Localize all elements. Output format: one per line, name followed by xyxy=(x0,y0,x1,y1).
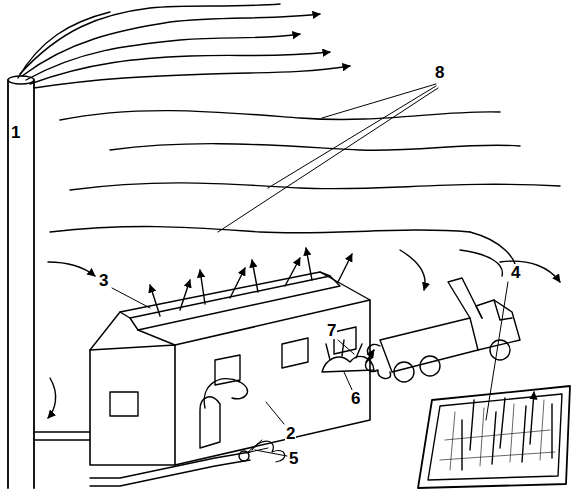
callout-number: 5 xyxy=(288,450,299,467)
dump-truck xyxy=(365,278,520,382)
callout-number: 7 xyxy=(326,322,337,339)
callout-number: 8 xyxy=(434,64,445,81)
settling-pond xyxy=(418,386,570,488)
callout-number: 4 xyxy=(510,264,521,281)
smoke-plume xyxy=(18,4,350,88)
pipeline xyxy=(34,432,285,486)
roof-emissions xyxy=(150,248,352,316)
chimney xyxy=(8,76,34,488)
callout-number: 3 xyxy=(98,272,109,289)
callout-number: 6 xyxy=(350,390,361,407)
factory-building xyxy=(90,272,370,465)
callout-number: 1 xyxy=(10,124,21,141)
air-flow-lines xyxy=(48,111,560,418)
leader-lines xyxy=(112,84,508,456)
callout-number: 2 xyxy=(285,425,296,442)
